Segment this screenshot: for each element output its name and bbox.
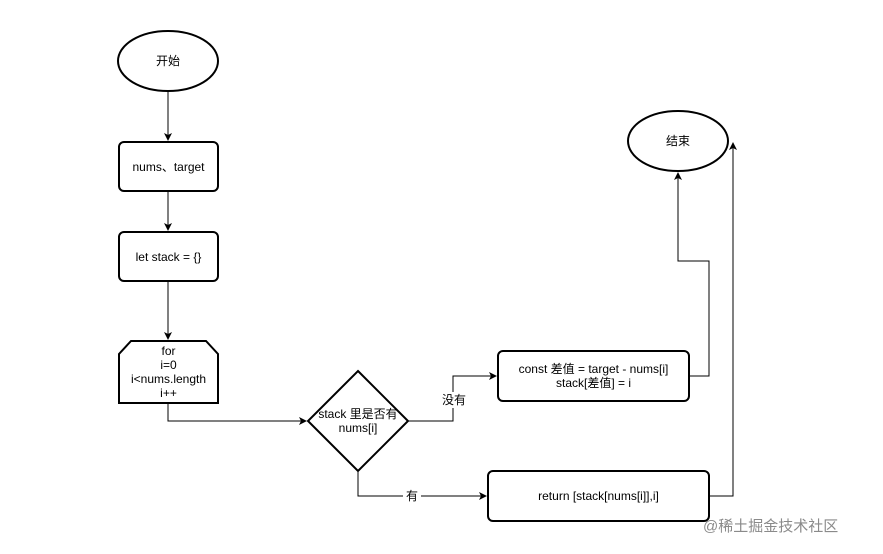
edge-return-to-end — [709, 142, 737, 497]
loop-line-condition: i<nums.length — [130, 372, 207, 386]
end-node-shape — [627, 110, 729, 172]
loop-node-label: for i=0 i<nums.length i++ — [119, 343, 218, 401]
edge-label-yes: 有 — [403, 488, 421, 504]
return-node-label: return [stack[nums[i]],i] — [538, 489, 659, 503]
process-node-label: const 差值 = target - nums[i] stack[差值] = … — [498, 351, 689, 401]
edge-process-to-end — [674, 172, 710, 377]
decision-line-1: stack 里是否有 — [318, 407, 398, 421]
process-line-1: const 差值 = target - nums[i] — [518, 362, 669, 376]
loop-line-for: for — [161, 344, 176, 358]
decision-line-2: nums[i] — [338, 421, 378, 435]
decision-node-label: stack 里是否有 nums[i] — [308, 400, 408, 442]
init-node-label: let stack = {} — [135, 249, 202, 264]
input-node-label: nums、target — [132, 159, 205, 174]
watermark-text: @稀土掘金技术社区 — [703, 518, 839, 535]
loop-node-shape — [118, 340, 219, 404]
process-line-2: stack[差值] = i — [555, 376, 632, 390]
start-node-label: 开始 — [155, 54, 180, 68]
loop-line-init: i=0 — [160, 358, 177, 372]
loop-line-increment: i++ — [160, 386, 177, 400]
edge-label-no: 没有 — [441, 392, 467, 408]
end-node-label: 结束 — [665, 134, 690, 148]
edge-decision-yes-to-return — [357, 471, 487, 500]
edge-loop-to-decision — [167, 403, 307, 425]
